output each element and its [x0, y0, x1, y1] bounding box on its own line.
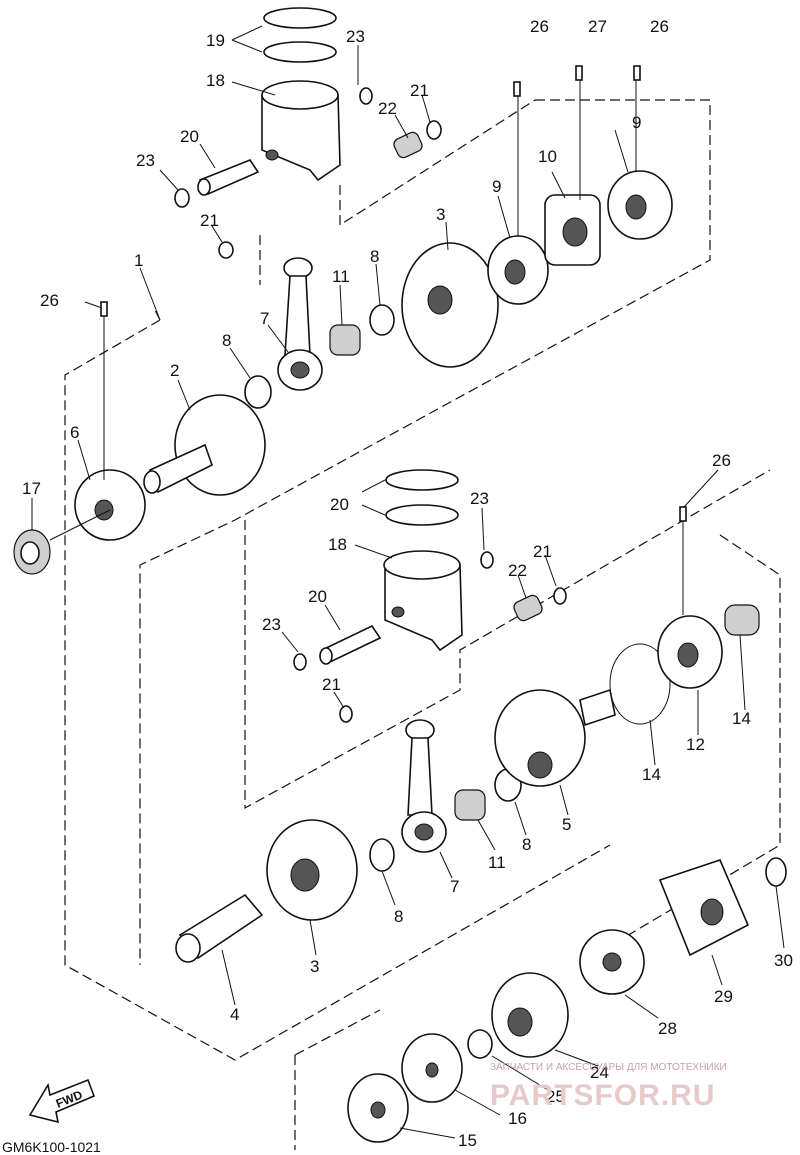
bearing-cylinder-lower	[454, 789, 486, 821]
callout-8: 8	[222, 331, 231, 350]
callout-11: 11	[488, 853, 506, 872]
callout-9: 9	[492, 177, 501, 196]
crank-web-lower	[494, 688, 616, 787]
callout-18: 18	[328, 535, 347, 554]
bearing-9-upper-b	[607, 170, 673, 240]
callout-19: 20	[330, 495, 349, 514]
callout-29: 29	[714, 987, 733, 1006]
piston-pin-lower	[319, 624, 382, 665]
callout-21: 21	[410, 81, 429, 100]
callout-1: 1	[134, 251, 143, 270]
connecting-rod-lower	[401, 719, 447, 853]
leader-lines	[31, 25, 785, 1139]
callout-8: 8	[370, 247, 379, 266]
callout-17: 17	[22, 479, 41, 498]
clips-lower	[293, 551, 567, 723]
needle-bearing-lower	[513, 594, 543, 622]
callout-12: 12	[686, 735, 705, 754]
callout-10: 10	[538, 147, 557, 166]
callout-20: 20	[180, 127, 199, 146]
plate-16	[401, 1033, 463, 1103]
callout-21: 21	[533, 542, 552, 561]
plate-15	[347, 1073, 409, 1143]
oil-seal-17	[13, 529, 51, 575]
piston-pin-upper	[197, 159, 260, 196]
callout-2: 2	[170, 361, 179, 380]
callout-20: 20	[308, 587, 327, 606]
callout-26: 26	[650, 17, 669, 36]
callout-9: 9	[632, 113, 641, 132]
callout-26: 26	[530, 17, 549, 36]
crank-web-lower-left	[266, 819, 358, 921]
coupling-29	[658, 859, 750, 957]
callout-18: 18	[206, 71, 225, 90]
collar-10	[544, 194, 601, 266]
needle-bearing-upper	[393, 131, 423, 159]
callout-8: 8	[394, 907, 403, 926]
callout-26: 26	[712, 451, 731, 470]
callout-7: 7	[450, 877, 459, 896]
callout-19: 19	[206, 31, 225, 50]
callout-3: 3	[436, 205, 445, 224]
callout-21: 21	[322, 675, 341, 694]
connecting-rod-upper	[277, 257, 323, 391]
callout-4: 4	[230, 1005, 239, 1024]
callout-14: 14	[642, 765, 661, 784]
callout-15: 15	[458, 1131, 477, 1150]
clips-upper	[174, 87, 442, 259]
callout-22: 22	[378, 99, 397, 118]
bearing-6	[74, 469, 146, 541]
callout-26: 26	[40, 291, 59, 310]
callout-23: 23	[262, 615, 281, 634]
collar-13	[724, 604, 760, 636]
washer-25	[467, 1029, 493, 1059]
callout-8: 8	[522, 835, 531, 854]
crank-web-upper-left	[143, 394, 266, 496]
callout-3: 3	[310, 957, 319, 976]
dowel-pins-26-27	[100, 65, 687, 522]
diagram-code: GM6K100-1021	[2, 1139, 101, 1155]
bearing-cylinder-upper	[329, 324, 361, 356]
piston-upper	[261, 80, 341, 182]
hub-24	[491, 972, 569, 1058]
callout-7: 7	[260, 309, 269, 328]
bearing-9-upper-a	[487, 235, 549, 305]
callout-6: 6	[70, 423, 79, 442]
callout-22: 22	[508, 561, 527, 580]
callout-28: 28	[658, 1019, 677, 1038]
piston-rings-upper	[263, 7, 337, 63]
callout-11: 11	[332, 267, 350, 286]
callout-labels: 19 23 26 27 26 18 21 22 9 20 10 23 9 3 2…	[22, 17, 793, 1150]
crank-web-upper-right	[401, 242, 499, 368]
callout-23: 23	[136, 151, 155, 170]
bearing-12	[657, 615, 723, 689]
callout-23: 23	[470, 489, 489, 508]
watermark-tagline: ЗАПЧАСТИ И АКСЕССУАРЫ ДЛЯ МОТОТЕХНИКИ	[490, 1062, 727, 1073]
shaft-4	[175, 893, 264, 963]
washers-upper	[244, 304, 395, 409]
callout-24: 24	[590, 1063, 609, 1082]
callout-30: 30	[774, 951, 793, 970]
callout-5: 5	[562, 815, 571, 834]
callout-16: 16	[508, 1109, 527, 1128]
callout-13: 14	[732, 709, 751, 728]
watermark-logo: PARTSFOR.RU	[490, 1079, 715, 1112]
piston-rings-lower	[385, 469, 459, 526]
damper-28	[579, 929, 645, 995]
callout-21: 21	[200, 211, 219, 230]
circlip-14	[609, 643, 671, 725]
fwd-arrow-icon: FWD	[28, 1078, 96, 1124]
callout-25: 25	[546, 1087, 565, 1106]
callout-23: 23	[346, 27, 365, 46]
callout-27: 27	[588, 17, 607, 36]
piston-lower	[383, 550, 463, 652]
